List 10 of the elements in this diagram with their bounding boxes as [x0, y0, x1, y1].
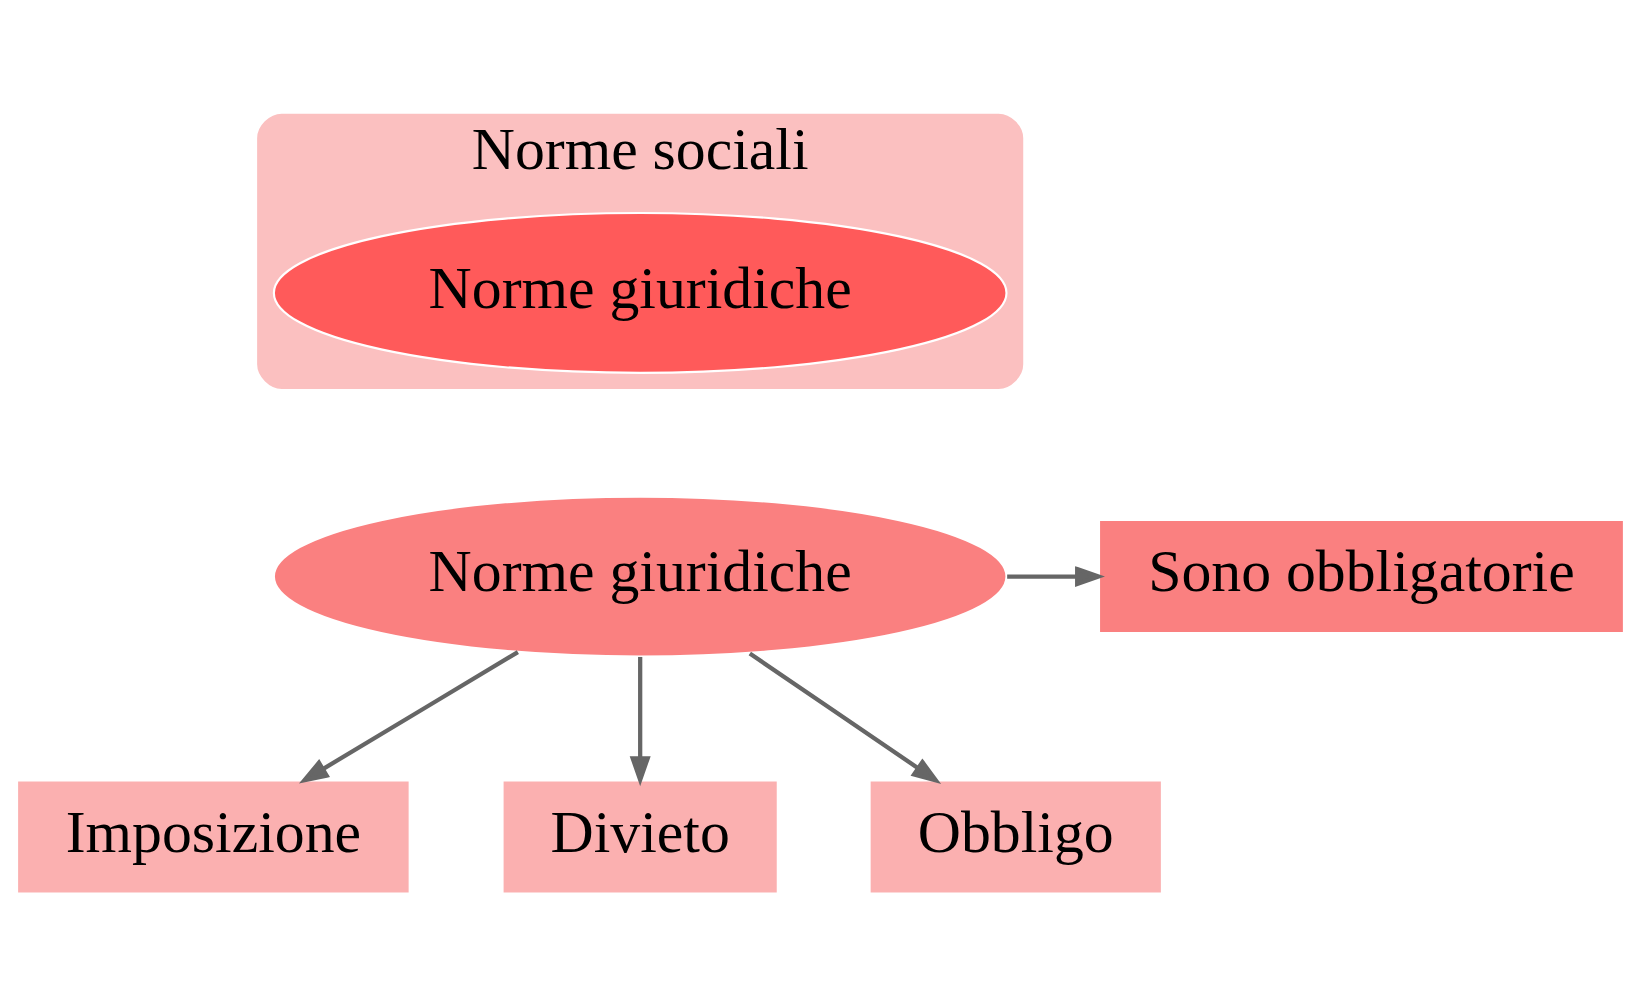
node-box: Divieto: [501, 778, 779, 895]
arrow: [748, 651, 942, 784]
arrow: [1007, 565, 1105, 587]
arrow: [629, 656, 651, 786]
node-box: Sono obbligatorie: [1097, 518, 1625, 634]
node-box: Obbligo: [868, 778, 1163, 895]
arrow: [298, 649, 519, 783]
node-ellipse: Norme giuridiche: [272, 495, 1008, 658]
node-box: Imposizione: [16, 778, 411, 895]
node-ellipse: Norme giuridiche: [272, 211, 1008, 374]
